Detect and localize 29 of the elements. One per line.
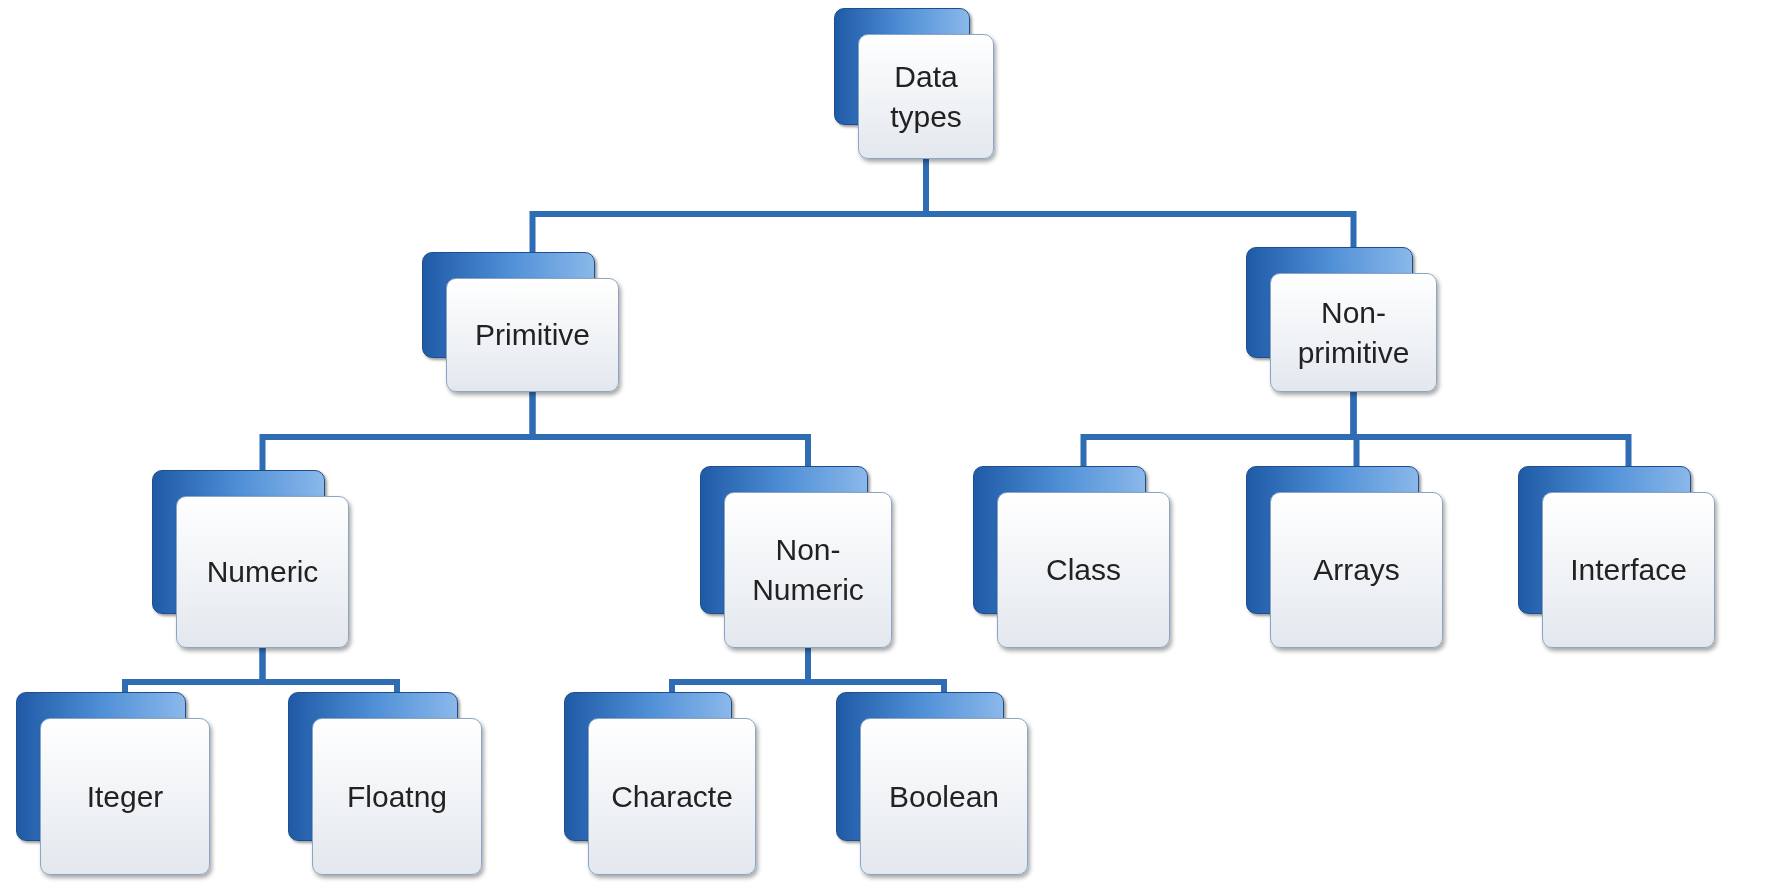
node-label: Data types	[889, 58, 963, 135]
node-label: Interface	[1570, 552, 1687, 588]
connector-line	[805, 648, 947, 692]
stacked-box	[564, 692, 756, 875]
connector-line	[259, 648, 400, 692]
connector-line	[923, 159, 1357, 247]
node-label: Primitive	[475, 317, 590, 353]
stacked-box	[152, 470, 349, 648]
connector-line	[1350, 392, 1632, 466]
node-label: Floatng	[346, 778, 448, 815]
node-label: Numeric	[206, 554, 319, 590]
stacked-box	[16, 692, 210, 875]
node-label: Class	[1046, 552, 1121, 588]
stacked-box	[700, 466, 892, 648]
node-label: Iteger	[86, 778, 164, 815]
node-label: Non- primitive	[1296, 294, 1411, 371]
stacked-box	[1246, 466, 1443, 648]
stacked-box	[973, 466, 1170, 648]
node-label: Non- Numeric	[751, 532, 865, 608]
connector-line	[529, 392, 811, 466]
stacked-box	[1518, 466, 1715, 648]
stacked-box	[836, 692, 1028, 875]
stacked-box	[834, 8, 994, 159]
stacked-box	[288, 692, 482, 875]
stacked-box	[1246, 247, 1437, 392]
node-label: Boolean	[888, 778, 1000, 815]
node-label: Characte	[611, 778, 733, 815]
stacked-box	[422, 252, 619, 392]
node-label: Arrays	[1313, 552, 1400, 588]
